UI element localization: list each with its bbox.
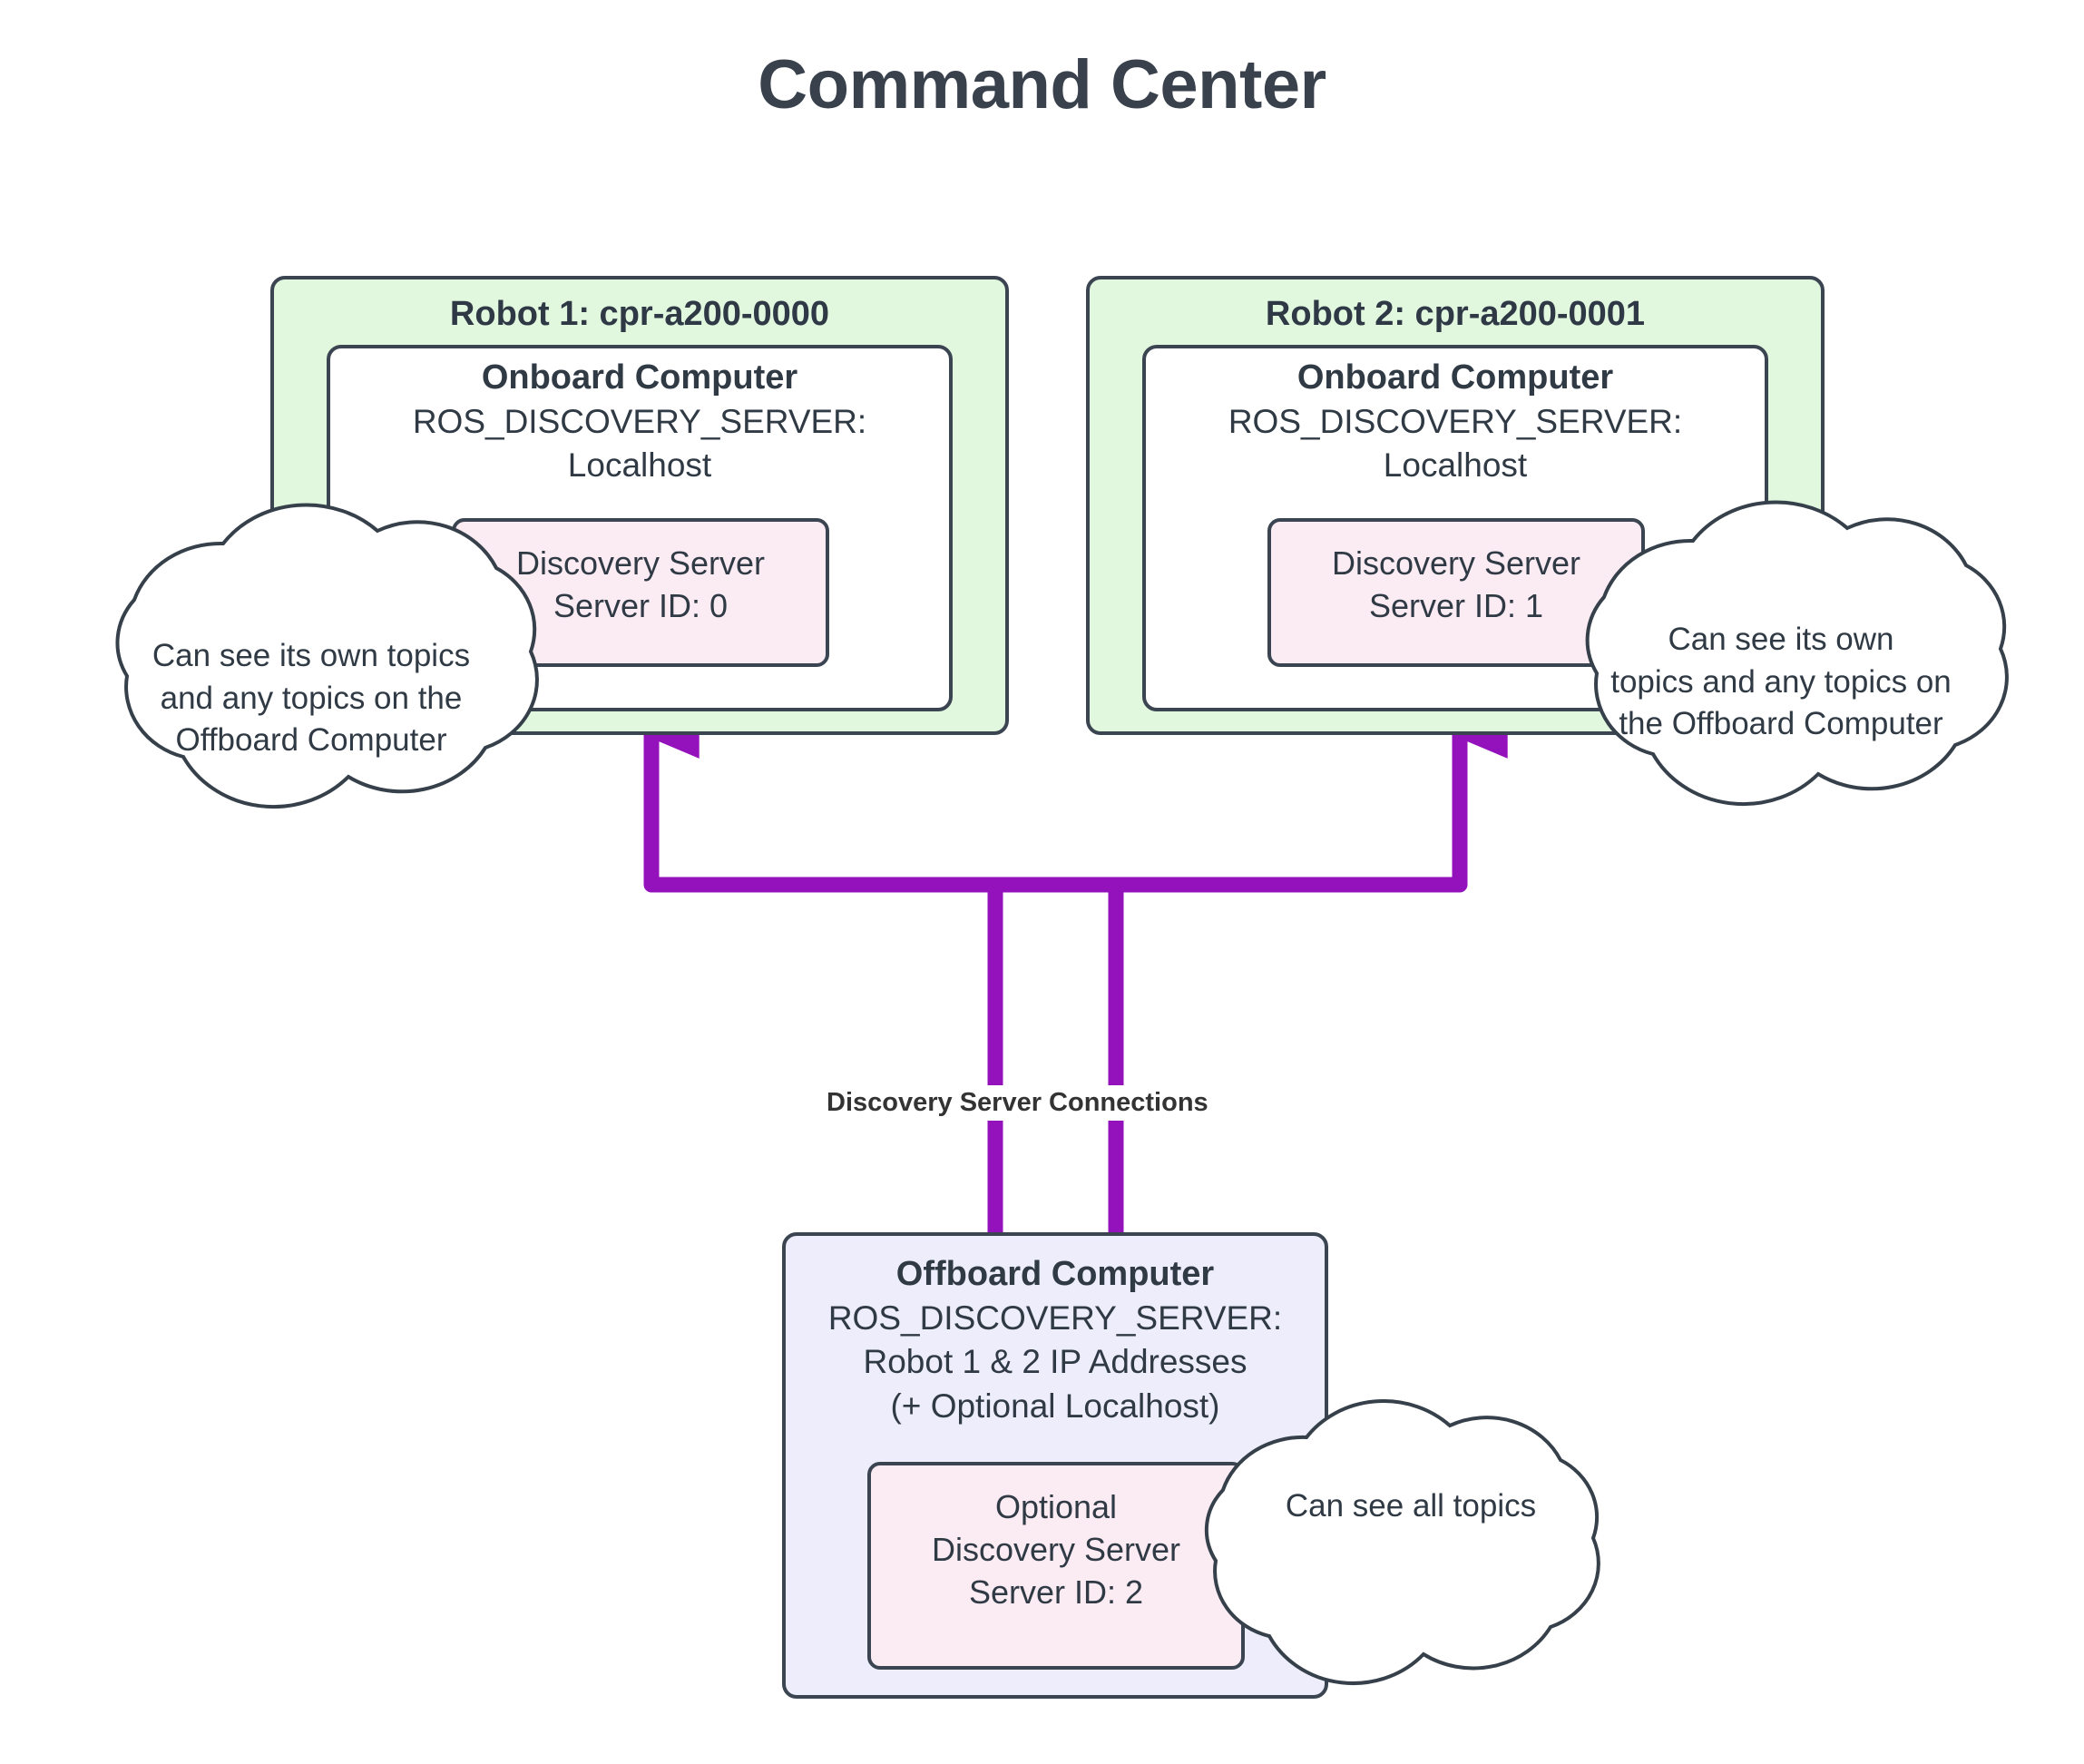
note-robot-1-line-1: Can see its own topics [152, 638, 471, 673]
offboard-ds-line-3: Server ID: 2 [968, 1573, 1144, 1611]
note-robot-2-cloud [1585, 500, 2009, 807]
robot-2-onboard-text: Onboard Computer ROS_DISCOVERY_SERVER: L… [1144, 356, 1766, 488]
offboard-line-1: ROS_DISCOVERY_SERVER: [827, 1299, 1283, 1338]
note-robot-2-line-1: Can see its own [1668, 622, 1894, 657]
offboard-ds-line-1: Optional [994, 1488, 1118, 1525]
cloud-shape [1585, 500, 2009, 807]
offboard-computer-text: Offboard Computer ROS_DISCOVERY_SERVER: … [784, 1252, 1326, 1428]
connection-offboard-to-robot-1 [600, 675, 1124, 1234]
page-title: Command Center [758, 46, 1326, 123]
offboard-heading: Offboard Computer [895, 1255, 1215, 1293]
robot-2-discovery-server-text: Discovery Server Server ID: 1 [1269, 543, 1643, 628]
robot-2-ds-line-1: Discovery Server [1331, 544, 1581, 582]
robot-1-ds-line-1: Discovery Server [515, 544, 766, 582]
note-robot-2-line-2: topics and any topics on [1610, 663, 1952, 700]
robot-1-title: Robot 1: cpr-a200-0000 [449, 295, 830, 333]
cloud-shape [1204, 1399, 1600, 1685]
note-robot-1-cloud [115, 503, 539, 809]
robot-1-onboard-text: Onboard Computer ROS_DISCOVERY_SERVER: L… [328, 356, 951, 488]
robot-1-onboard-line-2: Localhost [567, 446, 712, 485]
note-robot-1-text: Can see its own topics and any topics on… [89, 635, 533, 762]
note-offboard-text: Can see all topics [1207, 1485, 1615, 1528]
offboard-ds-line-2: Discovery Server [931, 1530, 1181, 1568]
note-robot-2-text: Can see its own topics and any topics on… [1559, 619, 2003, 746]
robot-2-onboard-line-1: ROS_DISCOVERY_SERVER: [1228, 403, 1683, 441]
offboard-discovery-server-text: Optional Discovery Server Server ID: 2 [869, 1486, 1243, 1613]
robot-1-discovery-server-text: Discovery Server Server ID: 0 [454, 543, 827, 628]
offboard-line-3: (+ Optional Localhost) [890, 1387, 1220, 1425]
offboard-line-2: Robot 1 & 2 IP Addresses [863, 1343, 1247, 1381]
note-offboard-cloud [1204, 1399, 1600, 1685]
robot-1-onboard-heading: Onboard Computer [481, 358, 798, 397]
robot-2-onboard-heading: Onboard Computer [1296, 358, 1614, 397]
robot-2-title: Robot 2: cpr-a200-0001 [1265, 295, 1646, 333]
note-robot-1-line-2: and any topics on the [160, 680, 463, 716]
robot-1-onboard-line-1: ROS_DISCOVERY_SERVER: [412, 403, 867, 441]
note-robot-2-line-3: the Offboard Computer [1619, 706, 1943, 742]
robot-2-onboard-line-2: Localhost [1383, 446, 1528, 485]
offboard-computer-group[interactable] [782, 1232, 1328, 1699]
robot-2-ds-line-2: Server ID: 1 [1368, 586, 1544, 624]
connection-offboard-to-robot-2 [987, 675, 1508, 1234]
note-robot-1-line-3: Offboard Computer [175, 722, 447, 759]
connections-edge-label: Discovery Server Connections [819, 1085, 1216, 1121]
robot-1-ds-line-2: Server ID: 0 [553, 586, 729, 624]
discovery-server-connections [600, 675, 1508, 1234]
note-offboard-line-1: Can see all topics [1285, 1488, 1537, 1524]
cloud-shape [115, 503, 539, 809]
